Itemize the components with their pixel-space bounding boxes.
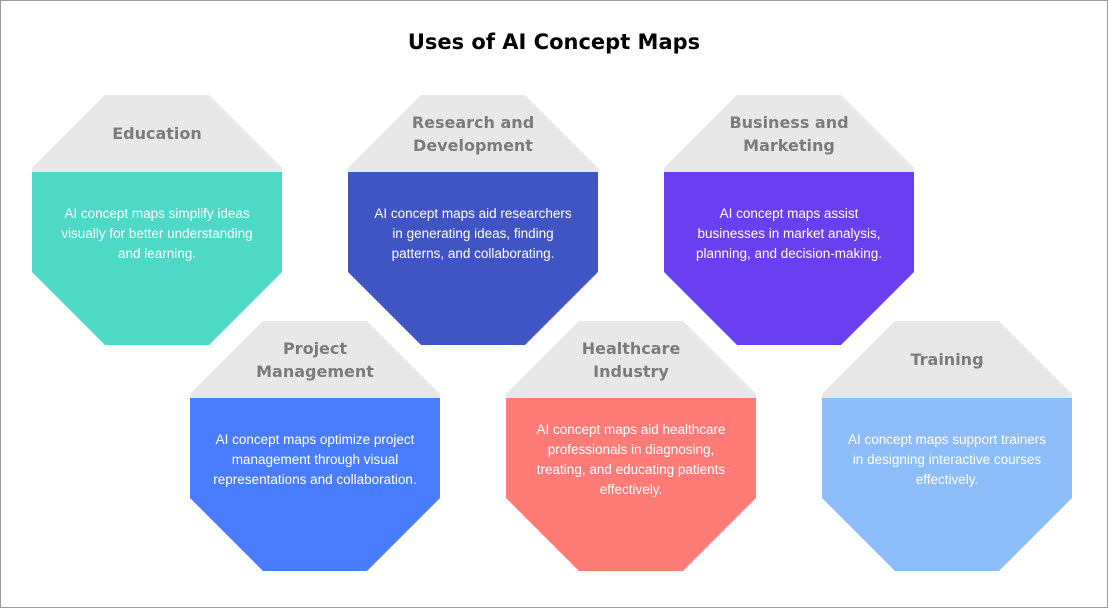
octagon-shape <box>506 321 756 571</box>
node-description: AI concept maps aid researchers in gener… <box>374 206 572 261</box>
node-description: AI concept maps simplify ideas visually … <box>61 206 253 261</box>
node-education: Education AI concept maps simplify ideas… <box>32 95 282 345</box>
node-description: AI concept maps aid healthcare professio… <box>536 422 726 497</box>
octagon-shape <box>32 95 282 345</box>
node-description: AI concept maps support trainers in desi… <box>847 432 1047 487</box>
octagon-header <box>664 95 914 172</box>
octagon-header <box>822 321 1072 398</box>
octagon-shape <box>348 95 598 345</box>
node-heading: Training <box>910 350 984 369</box>
octagon-shape <box>664 95 914 345</box>
octagon-body <box>506 398 756 571</box>
node-business-and-marketing: Business and Marketing AI concept maps a… <box>664 95 914 345</box>
node-project-management: Project Management AI concept maps optim… <box>190 321 440 571</box>
octagon-header <box>32 95 282 172</box>
octagon-body <box>32 172 282 345</box>
node-heading: Project Management <box>256 338 374 381</box>
node-heading: Business and Marketing <box>729 112 849 155</box>
node-heading: Research and Development <box>411 112 535 155</box>
node-training: Training AI concept maps support trainer… <box>822 321 1072 571</box>
node-healthcare-industry: Healthcare Industry AI concept maps aid … <box>506 321 756 571</box>
octagon-body <box>190 398 440 571</box>
node-description: AI concept maps assist businesses in mar… <box>695 206 883 261</box>
octagon-shape <box>822 321 1072 571</box>
octagon-body <box>664 172 914 345</box>
node-heading: Healthcare Industry <box>581 338 681 381</box>
octagon-body <box>822 398 1072 571</box>
octagon-header <box>190 321 440 398</box>
page-title: Uses of AI Concept Maps <box>407 30 701 54</box>
octagon-header <box>348 95 598 172</box>
node-description: AI concept maps optimize project managem… <box>213 432 417 487</box>
node-research-and-development: Research and Development AI concept maps… <box>348 95 598 345</box>
octagon-shape <box>190 321 440 571</box>
octagon-body <box>348 172 598 345</box>
node-heading: Education <box>112 124 202 143</box>
octagon-header <box>506 321 756 398</box>
